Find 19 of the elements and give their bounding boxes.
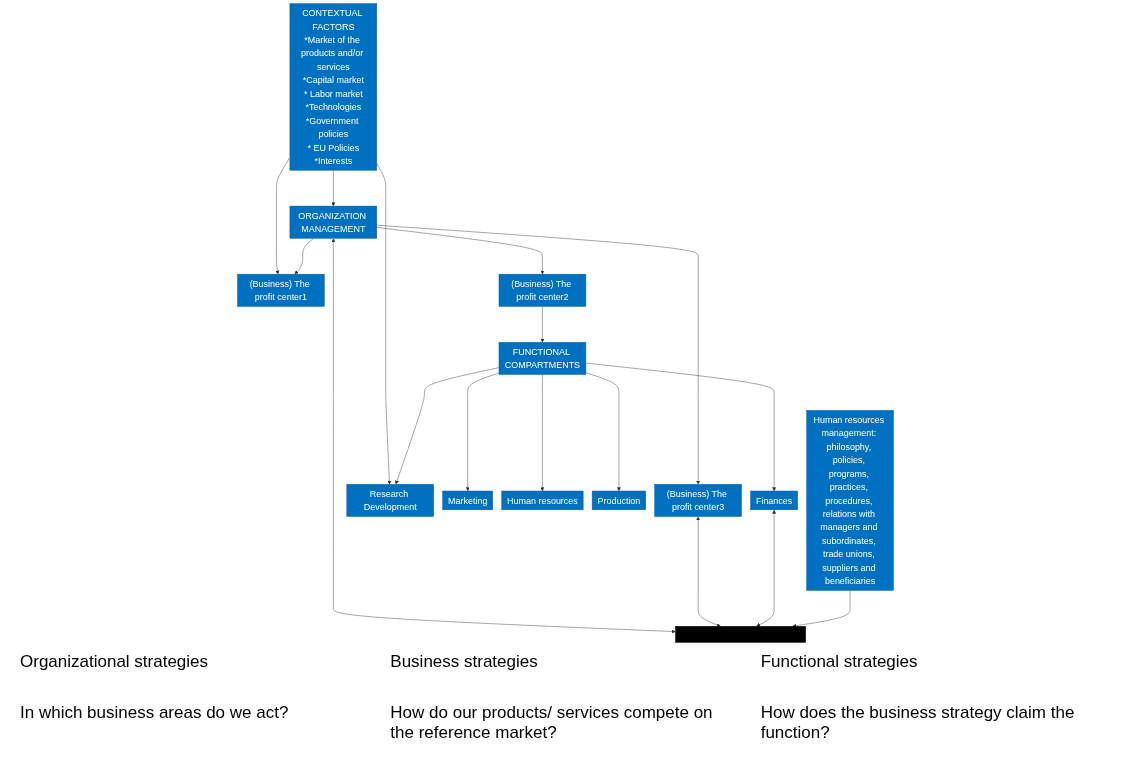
node-box: Finances xyxy=(750,490,798,511)
node-box: (Business) The profit center1 xyxy=(237,273,325,307)
node-bar xyxy=(675,626,806,643)
note-text: Business strategies xyxy=(390,652,539,673)
node-box: (Business) The profit center2 xyxy=(498,273,587,307)
node-box: Production xyxy=(591,490,646,511)
note-text: How do our products/ services compete on the reference market? xyxy=(390,703,714,744)
note-text: How does the business strategy claim the function? xyxy=(760,703,1076,744)
note-text: Organizational strategies xyxy=(20,652,210,673)
node-box: FUNCTIONAL COMPARTMENTS xyxy=(498,342,587,375)
node-box: ORGANIZATION MANAGEMENT xyxy=(289,205,378,239)
node-box: Research Development xyxy=(346,484,434,517)
note-text: Functional strategies xyxy=(760,652,919,673)
node-box: Marketing xyxy=(442,490,493,511)
node-box: Human resources management: philosophy, policies, programs, practices, procedures, relations with managers and subordinates, trade unions, suppliers and beneficiaries xyxy=(806,410,894,591)
note-text: In which business areas do we act? xyxy=(20,703,290,724)
node-box: Human resources xyxy=(501,490,584,511)
node-box: (Business) The profit center3 xyxy=(654,484,742,517)
node-box: CONTEXTUAL FACTORS *Market of the products and/or services *Capital market * Labor market *Technologies *Government policies * EU Policies *Interests xyxy=(289,3,378,171)
